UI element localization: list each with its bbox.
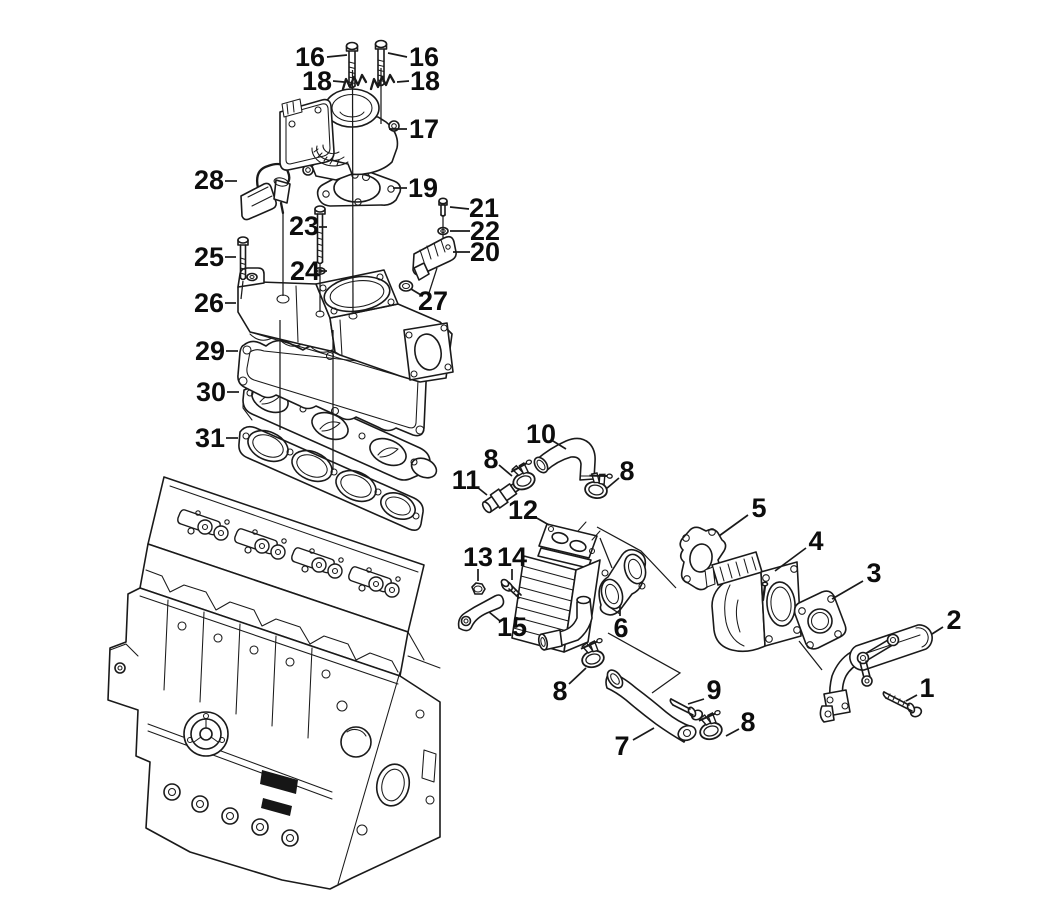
part-16-bolt: [374, 39, 388, 87]
leader-line-9-bolt: [687, 698, 705, 705]
callout-22-washer: 22: [470, 216, 500, 246]
callout-15-bracket: 15: [497, 612, 527, 642]
part-12-oil-cooler: [511, 521, 601, 653]
part-1-bolt: [882, 691, 923, 718]
assembly-lines: [240, 68, 823, 694]
part-10-hose: [533, 437, 596, 481]
callout-19-gasket: 19: [408, 173, 438, 203]
leader-line-18-spring: [332, 80, 345, 83]
leader-line-11-fitting: [476, 486, 488, 496]
callout-29-gasket: 29: [195, 336, 225, 366]
part-21-bolt: [438, 197, 448, 217]
part-31-gasket: [238, 425, 424, 531]
leader-line-15-bracket: [488, 611, 501, 622]
callout-10-hose: 10: [526, 419, 556, 449]
part-20-sensor: [412, 235, 457, 281]
engine-id-plate: [260, 770, 298, 816]
part-18-spring: [341, 73, 368, 91]
callout-16-bolt: 16: [409, 42, 439, 72]
leader-line-8-hose-clamp: [568, 667, 587, 685]
part-6-gasket: [598, 548, 647, 616]
leader-line-1-bolt: [905, 694, 918, 702]
part-18-spring: [369, 73, 396, 91]
callout-14-bolt: 14: [497, 542, 527, 572]
leader-line-8-hose-clamp: [498, 464, 513, 477]
callout-12-oil-cooler: 12: [508, 495, 538, 525]
part-25-bolt: [237, 236, 249, 281]
callout-27-o-ring: 27: [418, 286, 448, 316]
callout-9-bolt: 9: [706, 675, 721, 705]
part-3-gasket: [793, 590, 847, 650]
callout-28-sensor: 28: [194, 165, 224, 195]
leader-line-21-bolt: [449, 206, 470, 210]
callout-5-gasket: 5: [751, 493, 766, 523]
leader-line-8-hose-clamp: [725, 728, 740, 737]
leader-line-5-gasket: [718, 514, 749, 537]
callout-23-bolt: 23: [289, 211, 319, 241]
leader-line-4-egr-valve: [774, 547, 807, 572]
callout-25-bolt: 25: [194, 242, 224, 272]
part-15-bracket: [457, 594, 505, 632]
callout-30-spacer: 30: [196, 377, 226, 407]
callout-21-bolt: 21: [469, 193, 499, 223]
callout-17-throttle-body: 17: [409, 114, 439, 144]
engine-assembly: [107, 476, 441, 890]
callout-18-spring: 18: [302, 66, 332, 96]
callout-20-sensor: 20: [470, 237, 500, 267]
callout-3-gasket: 3: [866, 558, 881, 588]
leader-line-7-hose: [632, 727, 655, 741]
leader-line-12-oil-cooler: [534, 516, 550, 526]
part-7-hose: [605, 669, 697, 743]
part-27-o-ring: [398, 280, 414, 292]
leader-line-16-bolt: [326, 54, 348, 58]
part-17-throttle-body: [279, 88, 400, 182]
callout-4-egr-valve: 4: [808, 526, 823, 556]
leader-line-16-bolt: [387, 52, 408, 58]
callout-7-hose: 7: [614, 731, 629, 761]
leader-line-27-o-ring: [410, 288, 422, 296]
part-11-fitting: [481, 481, 522, 514]
part-23-bolt: [314, 205, 326, 265]
part-26-intake-manifold: [237, 267, 454, 383]
leader-line-8-hose-clamp: [605, 477, 620, 490]
callout-6-gasket: 6: [613, 613, 628, 643]
callout-24-washer: 24: [290, 256, 320, 286]
callout-1-bolt: 1: [919, 673, 934, 703]
callout-16-bolt: 16: [295, 42, 325, 72]
part-14-bolt: [500, 578, 522, 599]
leader-line-10-hose: [552, 440, 567, 450]
callout-8-hose-clamp: 8: [552, 676, 567, 706]
leader-line-2-pipe-assembly: [931, 626, 944, 635]
callout-26-intake-manifold: 26: [194, 288, 224, 318]
part-28-sensor: [240, 162, 291, 221]
callout-18-spring: 18: [410, 66, 440, 96]
callout-31-gasket: 31: [195, 423, 225, 453]
leader-line-3-gasket: [831, 580, 864, 600]
leader-line-18-spring: [396, 80, 410, 83]
callout-11-fitting: 11: [452, 465, 481, 495]
callout-8-hose-clamp: 8: [483, 444, 498, 474]
part-13-nut: [471, 582, 486, 595]
part-9-bolt: [669, 698, 704, 721]
callout-2-pipe-assembly: 2: [946, 605, 961, 635]
callout-8-hose-clamp: 8: [740, 707, 755, 737]
part-4-egr-valve: [704, 551, 802, 653]
part-2-pipe-assembly: [819, 624, 933, 723]
callout-13-nut: 13: [463, 542, 493, 572]
callout-8-hose-clamp: 8: [619, 456, 634, 486]
